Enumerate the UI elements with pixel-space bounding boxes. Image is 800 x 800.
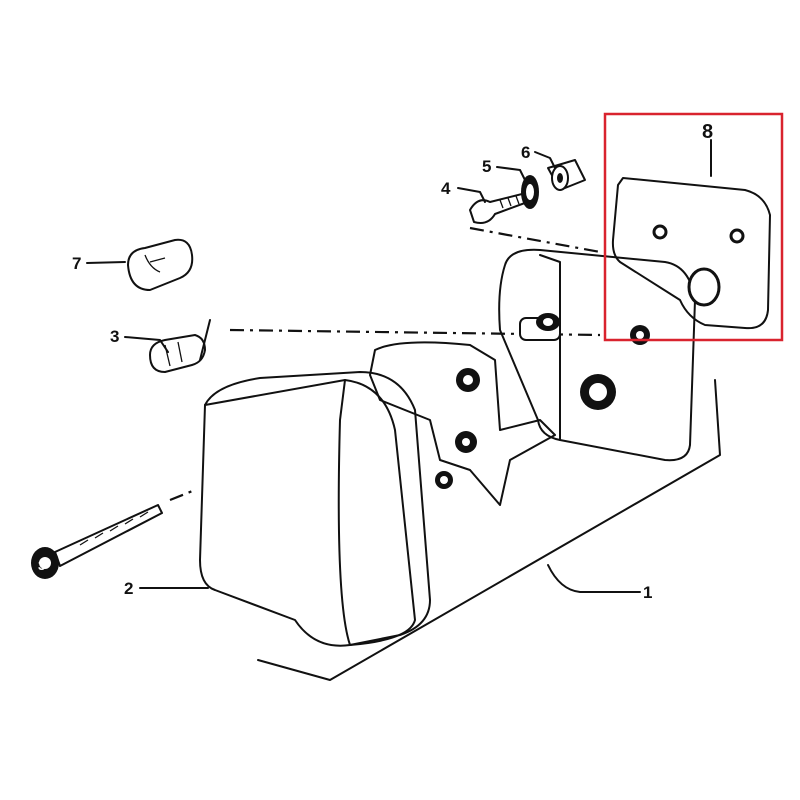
- leader-lines: [86, 139, 712, 593]
- mounting-bracket: [369, 341, 556, 506]
- gasket: [611, 177, 771, 330]
- callout-3-bulb: 3: [110, 327, 119, 346]
- callout-1: 1: [643, 583, 652, 602]
- callout-5: 5: [482, 157, 491, 176]
- callout-2: 2: [124, 579, 133, 598]
- callout-6: 6: [521, 143, 530, 162]
- bulb-large: [127, 238, 194, 291]
- long-bolt: [31, 504, 163, 579]
- assembly-outline: [169, 226, 721, 681]
- callout-8: 8: [702, 121, 713, 143]
- highlight-box: [603, 112, 784, 342]
- washer: [521, 175, 539, 209]
- callout-7: 7: [72, 254, 81, 273]
- callout-4: 4: [441, 179, 451, 198]
- callout-labels: 1 2 3 3 4 5 6 7 8: [38, 121, 713, 602]
- rear-base: [498, 248, 696, 462]
- callout-3-bolt: 3: [38, 558, 45, 573]
- lens-housing: [199, 371, 431, 647]
- nut: [547, 159, 586, 191]
